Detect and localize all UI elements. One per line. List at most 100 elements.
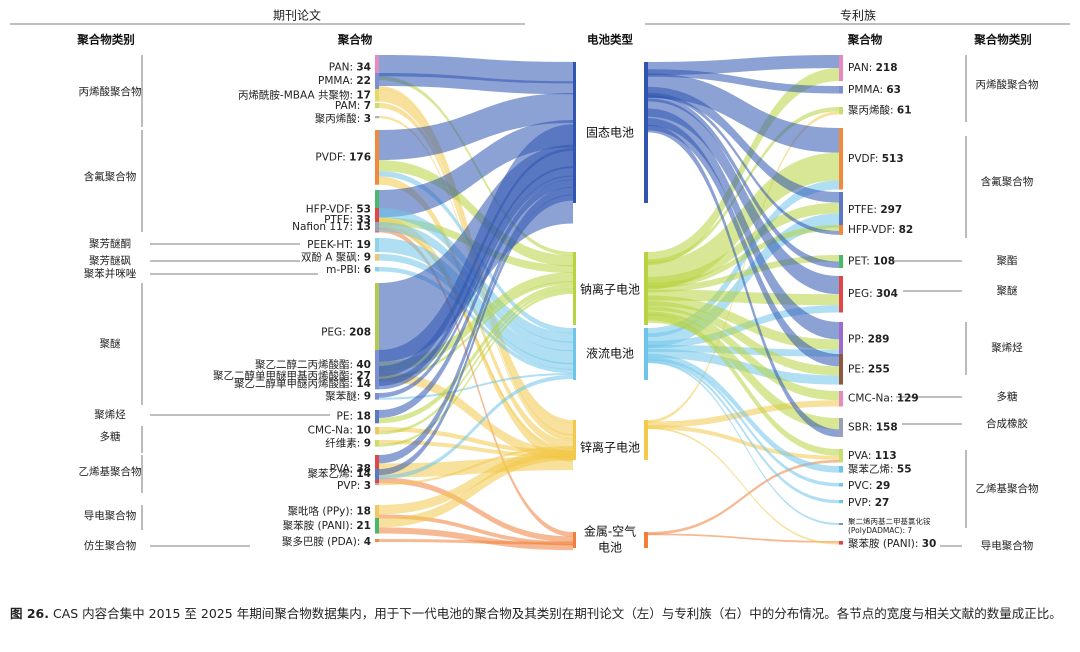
journal-category-label: 丙烯酸聚合物	[79, 85, 142, 98]
journal-node-label: 聚苯胺 (PANI): 21	[283, 519, 371, 532]
patent-node-label: PE: 255	[848, 363, 890, 375]
journal-node-label: 聚苯醚: 9	[325, 389, 371, 402]
patent-category-label: 合成橡胶	[986, 417, 1028, 430]
patent-category-label: 聚烯烃	[991, 341, 1023, 354]
battery-node-label: 金属-空气	[584, 524, 636, 539]
patent-flow-link	[648, 311, 839, 430]
caption-text: CAS 内容合集中 2015 至 2025 年期间聚合物数据集内，用于下一代电池…	[52, 606, 1062, 621]
patent-node-bar	[839, 322, 843, 357]
journal-node-label: 聚乙二醇二丙烯酸酯: 40	[255, 358, 371, 371]
patent-node-bar	[839, 55, 843, 82]
patent-flow-link	[648, 69, 839, 94]
journal-category-label: 聚芳醚酮	[89, 237, 131, 250]
journal-node-label: CMC-Na: 10	[308, 425, 371, 437]
patent-flow-link	[648, 427, 839, 545]
patent-node-label: PP: 289	[848, 333, 889, 345]
journal-flow-link	[379, 281, 573, 380]
journal-node-label: PEEK-HT: 19	[307, 239, 371, 251]
patent-node-label: PET: 108	[848, 255, 895, 267]
battery-node-bar-right	[644, 420, 648, 460]
journal-category-label: 聚芳醚砜	[89, 254, 131, 267]
patent-flow-link	[648, 313, 839, 456]
figure-caption: 图 26. CAS 内容合集中 2015 至 2025 年期间聚合物数据集内，用…	[10, 603, 1070, 624]
journal-flow-link	[379, 371, 573, 461]
journal-flow-link	[379, 427, 573, 455]
patent-node-label: PTFE: 297	[848, 204, 902, 216]
journal-node-label: PE: 18	[337, 411, 371, 423]
journal-node-label: m-PBI: 6	[326, 264, 371, 276]
patent-category-header: 聚合物类别	[973, 33, 1032, 47]
patent-node-label: PVA: 113	[848, 450, 897, 462]
journal-flow-link	[379, 194, 573, 476]
journal-flow-link	[379, 291, 573, 447]
journal-node-bar	[375, 222, 379, 232]
journal-flow-link	[379, 92, 573, 161]
journal-node-label: PVDF: 176	[315, 151, 371, 163]
patent-node-bar	[839, 225, 843, 235]
journal-node-bar	[375, 254, 379, 261]
battery-node-label: 固态电池	[586, 126, 634, 140]
sankey-diagram: 期刊论文专利族聚合物类别聚合物电池类型聚合物聚合物类别固态电池钠离子电池液流电池…	[10, 8, 1070, 555]
journal-node-bar	[375, 379, 379, 390]
patent-node-label: PVC: 29	[848, 480, 890, 492]
patent-node-label: 聚二烯丙基二甲基氯化铵	[848, 516, 931, 526]
patent-flow-link	[648, 108, 839, 340]
battery-node-bar-right	[644, 328, 648, 380]
journal-flow-link	[379, 527, 573, 551]
patent-node-bar	[839, 276, 843, 313]
journal-flow-link	[379, 283, 573, 424]
journal-node-bar	[375, 366, 379, 386]
journal-flow-link	[379, 148, 573, 386]
patent-flow-link	[648, 225, 839, 289]
journal-flow-link	[379, 166, 573, 390]
patent-node-bar	[839, 107, 843, 115]
journal-flow-link	[379, 160, 573, 267]
journal-node-label: 聚乙二醇单甲醚甲基丙烯酸酯: 27	[213, 369, 371, 382]
patent-section-title: 专利族	[840, 8, 876, 23]
journal-flow-link	[379, 514, 573, 546]
journal-node-label: 聚吡咯 (PPy): 18	[288, 506, 371, 518]
journal-category-label: 含氟聚合物	[84, 170, 137, 183]
patent-flow-link	[648, 92, 839, 235]
patent-node-bar	[839, 483, 843, 487]
journal-node-bar	[375, 393, 379, 400]
patent-node-bar	[839, 192, 843, 228]
journal-category-label: 聚烯烃	[94, 408, 126, 421]
battery-node-bar-left	[573, 328, 576, 380]
journal-flow-link	[379, 374, 573, 480]
patent-node-label: CMC-Na: 129	[848, 393, 919, 405]
patent-flow-link	[648, 306, 839, 401]
battery-node-label: 钠离子电池	[580, 282, 640, 297]
patent-node-label: 聚苯胺 (PANI): 30	[848, 537, 936, 550]
journal-node-label: PTFE: 33	[324, 214, 371, 226]
battery-node-bar-left	[573, 532, 576, 548]
journal-category-label: 聚苯并咪唑	[84, 267, 137, 280]
journal-node-label: 聚乙二醇单甲醚丙烯酸酯: 14	[234, 377, 371, 390]
journal-flow-link	[379, 254, 573, 370]
patent-flow-link	[648, 459, 839, 535]
patent-flow-link	[648, 533, 839, 543]
journal-node-label: 聚多巴胺 (PDA): 4	[282, 535, 371, 548]
journal-flow-link	[379, 447, 573, 515]
journal-category-header: 聚合物类别	[76, 33, 135, 47]
journal-polymer-header: 聚合物	[337, 33, 373, 47]
journal-node-label: PMMA: 22	[318, 75, 371, 87]
patent-node-bar	[839, 418, 843, 437]
patent-flow-link	[648, 94, 839, 268]
patent-node-label: PMMA: 63	[848, 84, 901, 96]
journal-category-label: 聚醚	[100, 337, 121, 350]
journal-node-bar	[375, 116, 379, 119]
journal-node-label: PVP: 3	[337, 480, 371, 492]
journal-node-label: 双酚 A 聚砜: 9	[301, 251, 371, 263]
patent-node-label: 聚苯乙烯: 55	[848, 462, 912, 475]
journal-category-label: 乙烯基聚合物	[79, 465, 142, 478]
patent-category-label: 含氟聚合物	[981, 175, 1034, 188]
journal-flow-link	[379, 217, 573, 462]
battery-node-bar-right	[644, 532, 648, 548]
journal-flow-link	[379, 73, 573, 95]
patent-node-bar	[839, 523, 843, 525]
patent-flow-link	[648, 107, 839, 264]
patent-node-bar	[839, 500, 843, 504]
journal-node-bar	[375, 505, 379, 519]
patent-flow-link	[648, 124, 839, 437]
